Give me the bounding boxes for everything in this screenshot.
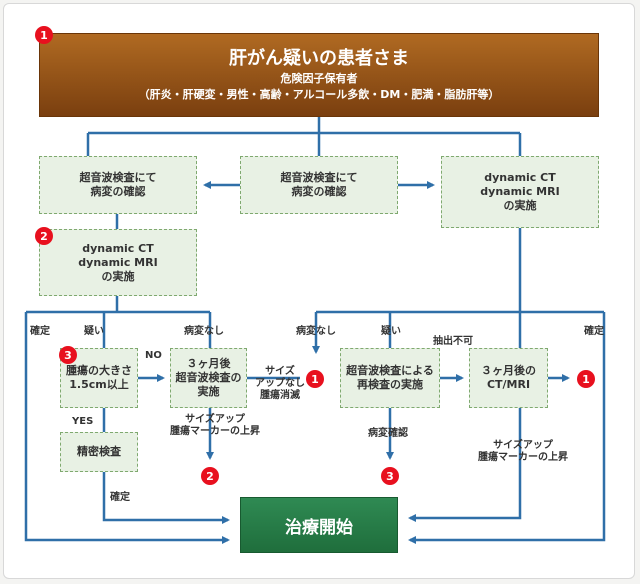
node-text: 1.5cm以上 [69,378,129,391]
node-text: 超音波検査の [175,371,242,384]
label-confirmed: 確定 [584,326,604,337]
label-lesion-confirmed: 病変確認 [368,428,408,439]
node-ultrasound-left: 超音波検査にて 病変の確認 [39,156,197,214]
label-confirmed: 確定 [30,326,50,337]
node-text: 実施 [197,385,220,398]
node-ultrasound-3months: ３ヶ月後 超音波検査の 実施 [170,348,247,408]
label-unextractable: 抽出不可 [433,336,473,347]
node-text: ３ヶ月後 [186,357,231,370]
badge-1: 1 [577,370,595,388]
connector [24,312,230,544]
node-text: 再検査の実施 [357,378,423,391]
badge-1: 1 [35,26,53,44]
label-line: アップなし [255,378,305,389]
label-yes: YES [72,416,94,427]
connector [408,312,606,544]
label-line: 腫瘍マーカーの上昇 [170,426,260,437]
label-line: サイズアップ [493,440,553,451]
node-text: 超音波検査にて [280,171,358,184]
connector [102,472,230,524]
node-text: の実施 [503,199,537,212]
connector [408,408,522,522]
node-text: dynamic MRI [480,185,560,198]
badge-2: 2 [201,467,219,485]
node-text: 病変の確認 [90,185,146,198]
node-text: 超音波検査にて [79,171,157,184]
label-line: サイズアップ [185,414,245,425]
node-detailed-exam: 精密検査 [60,432,138,472]
label-confirmed: 確定 [110,492,130,503]
label-line: 腫瘍マーカーの上昇 [478,452,568,463]
label-suspected: 疑い [84,326,104,337]
badge-1: 1 [306,370,324,388]
header-title: 肝がん疑いの患者さま [229,48,409,69]
node-text: CT/MRI [486,378,531,391]
risk-factors: （肝炎・肝硬変・男性・高齢・アルコール多飲・DM・肥満・脂肪肝等） [138,88,500,101]
badge-3: 3 [59,346,77,364]
node-dynamic-ct-right: dynamic CT dynamic MRI の実施 [441,156,599,228]
node-text: 腫瘍の大きさ [66,364,132,377]
label-line: 腫瘍消滅 [260,390,300,401]
node-text: 精密検査 [77,445,121,458]
badge-3: 3 [381,467,399,485]
node-ct-3months: ３ヶ月後の CT/MRI [469,348,548,408]
header-subtitle: 危険因子保有者 [280,72,358,85]
label-suspected: 疑い [381,326,401,337]
node-text: ３ヶ月後の [481,364,536,377]
node-text: 超音波検査による [346,364,434,377]
treatment-start: 治療開始 [240,497,398,553]
node-text: の実施 [101,269,135,283]
node-ultrasound-center: 超音波検査にて 病変の確認 [240,156,398,214]
node-dynamic-ct-left: dynamic CT dynamic MRI の実施 [39,229,197,296]
label-size-no-up: サイズ アップなし 腫瘍消滅 [250,366,310,402]
node-re-ultrasound: 超音波検査による 再検査の実施 [340,348,440,408]
node-text: dynamic CT [484,171,556,184]
label-size-up-right: サイズアップ 腫瘍マーカーの上昇 [468,440,578,464]
node-text: 病変の確認 [291,185,347,198]
node-text: dynamic CT [82,241,154,255]
label-line: サイズ [265,366,295,377]
node-text: dynamic MRI [78,255,158,269]
label-size-up-left: サイズアップ 腫瘍マーカーの上昇 [160,414,270,438]
patient-header: 肝がん疑いの患者さま 危険因子保有者 （肝炎・肝硬変・男性・高齢・アルコール多飲… [39,33,599,117]
label-no-lesion: 病変なし [296,326,336,337]
label-no: NO [145,350,162,361]
label-no-lesion: 病変なし [184,326,224,337]
badge-2: 2 [35,227,53,245]
